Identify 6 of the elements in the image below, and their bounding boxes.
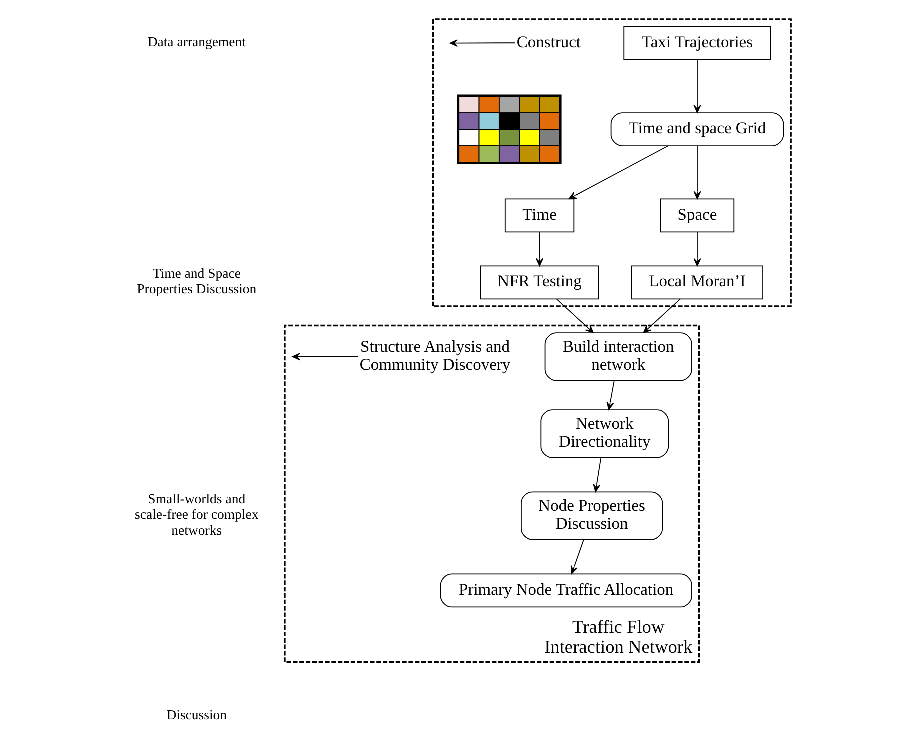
label: Small-worlds and scale-free for complex networks <box>135 492 259 538</box>
label: Data arrangement <box>148 34 246 50</box>
node-text: Construct <box>516 32 582 52</box>
label: Discussion <box>166 708 228 723</box>
label: Time and Space Properties Discussion <box>137 266 257 297</box>
node-text: Structure Analysis and Community Discovery <box>360 336 511 374</box>
